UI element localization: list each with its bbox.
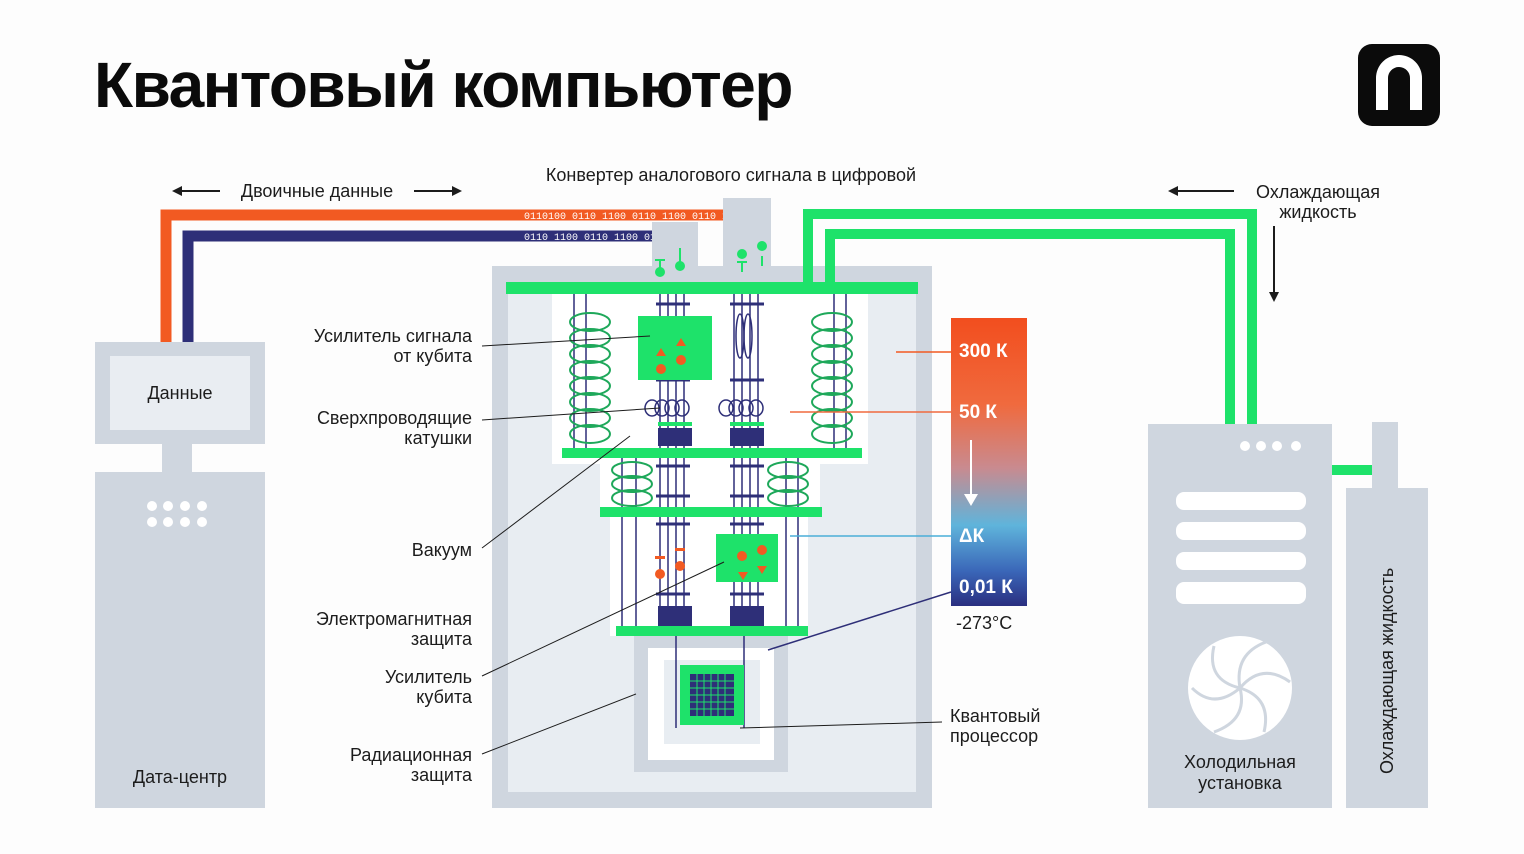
qubit-amplifier-box xyxy=(655,534,778,582)
signal-amplifier-box xyxy=(638,316,712,380)
connector-blocks xyxy=(658,428,764,626)
coils-label-line2: катушки xyxy=(404,428,472,448)
temp-50k: 50 К xyxy=(959,402,997,423)
adc-converter-boxes xyxy=(652,198,771,277)
n-logo-icon xyxy=(1358,44,1440,126)
quantum-processor-chip xyxy=(680,665,744,725)
em-shield-label-line1: Электромагнитная xyxy=(316,609,472,629)
coolant-pipes xyxy=(803,209,1372,475)
binary-stream-blue: 0110 1100 0110 1100 0110 xyxy=(524,233,668,244)
down-arrow-icon xyxy=(964,494,978,506)
binary-arrows-icon xyxy=(172,186,462,196)
em-shield-label-line2: защита xyxy=(411,629,473,649)
signal-amp-label-line1: Усилитель сигнала xyxy=(314,326,473,346)
refrigeration-unit xyxy=(1148,424,1332,808)
datacenter-unit xyxy=(95,342,265,808)
binary-stream-orange: 0110100 0110 1100 0110 1100 0110 1111 xyxy=(524,212,746,223)
data-cables xyxy=(160,209,730,342)
page-title: Квантовый компьютер xyxy=(94,49,793,121)
qproc-label-line1: Квантовый xyxy=(950,706,1040,726)
rad-shield-label-line1: Радиационная xyxy=(350,745,472,765)
coolant-tank-label: Охлаждающая жидкость xyxy=(1377,568,1397,774)
qproc-label-line2: процессор xyxy=(950,726,1038,746)
coolant-label-line1: Охлаждающая xyxy=(1256,182,1380,202)
temperature-scale xyxy=(951,318,1027,606)
temp-300k: 300 К xyxy=(959,341,1008,362)
fridge-label-line1: Холодильная xyxy=(1184,752,1296,772)
rad-shield-label-line2: защита xyxy=(411,765,473,785)
binary-data-label: Двоичные данные xyxy=(241,181,393,201)
fan-icon xyxy=(1188,636,1292,740)
coolant-tank xyxy=(1346,422,1428,808)
temp-delta: ΔК xyxy=(959,526,985,547)
thermal-plates xyxy=(506,282,918,636)
datacenter-dots-icon xyxy=(147,501,207,527)
callout-leaders xyxy=(481,335,943,755)
data-box-label: Данные xyxy=(147,383,212,403)
temp-001k: 0,01 К xyxy=(959,577,1013,598)
vacuum-label: Вакуум xyxy=(412,540,472,560)
fridge-label-line2: установка xyxy=(1198,773,1283,793)
stage-lower xyxy=(610,512,808,636)
qubit-amp-label-line1: Усилитель xyxy=(385,667,472,687)
coils-label-line1: Сверхпроводящие xyxy=(317,408,472,428)
converter-label: Конвертер аналогового сигнала в цифровой xyxy=(546,165,916,185)
qubit-amp-label-line2: кубита xyxy=(416,687,473,707)
coolant-label-line2: жидкость xyxy=(1279,202,1356,222)
coolant-arrows-icon xyxy=(1168,186,1279,302)
temp-celsius: -273°С xyxy=(956,613,1012,633)
temperature-leaders xyxy=(767,351,952,651)
signal-amp-label-line2: от кубита xyxy=(393,346,473,366)
datacenter-label: Дата-центр xyxy=(133,767,227,787)
